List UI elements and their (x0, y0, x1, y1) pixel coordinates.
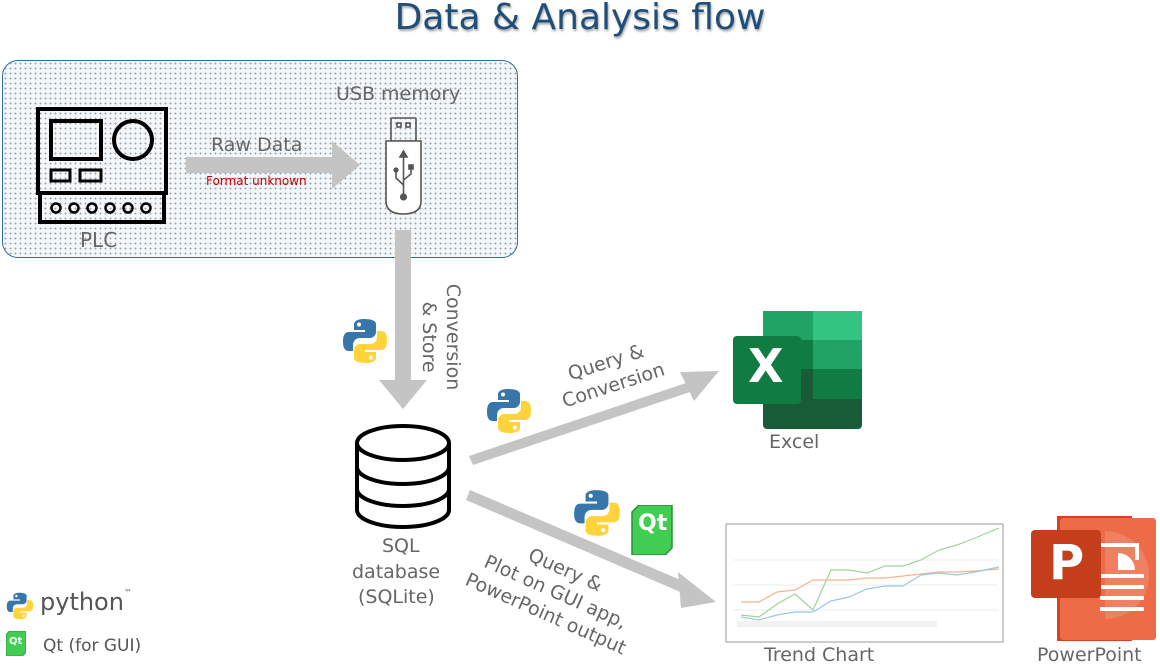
query-excel-arrow (469, 371, 719, 465)
legend-python-tm: ™ (123, 588, 132, 597)
usb-drive-icon (385, 117, 422, 215)
sql-label-line3: (SQLite) (358, 586, 435, 608)
python-logo-icon (6, 592, 34, 620)
plc-device-icon (36, 107, 168, 224)
database-icon (355, 424, 451, 529)
sql-label-line2: database (352, 561, 441, 583)
python-logo-icon (487, 389, 531, 433)
powerpoint-logo-icon (1031, 516, 1156, 641)
conversion-label-line1: Conversion (442, 283, 464, 391)
raw-data-label: Raw Data (211, 134, 303, 156)
excel-label: Excel (769, 431, 820, 453)
trend-chart-label: Trend Chart (764, 644, 875, 666)
trend-chart-thumbnail (725, 523, 1004, 643)
plc-label: PLC (80, 228, 118, 252)
raw-data-arrow (186, 141, 360, 189)
python-logo-icon (343, 319, 387, 363)
excel-logo-icon (733, 311, 862, 429)
usb-memory-label: USB memory (336, 83, 461, 105)
powerpoint-label: PowerPoint (1037, 644, 1142, 666)
conversion-label-line2: & Store (418, 301, 440, 373)
legend-python-text: python (40, 588, 124, 616)
python-logo-icon (574, 490, 620, 536)
legend-python-label: python™ (40, 588, 132, 616)
format-unknown-note: Format unknown (206, 174, 307, 188)
powerpoint-logo-letter: P (1049, 535, 1085, 591)
sql-label-line1: SQL (382, 535, 420, 557)
qt-legend-logo-letters: Qt (9, 636, 23, 647)
diagram-title: Data & Analysis flow (394, 0, 766, 38)
conversion-store-label: Conversion & Store (415, 277, 465, 397)
conversion-arrow (379, 230, 427, 409)
query-trend-arrow (466, 490, 716, 608)
excel-logo-letter: X (748, 339, 784, 393)
legend-qt-label: Qt (for GUI) (43, 636, 142, 656)
qt-logo-letters: Qt (638, 511, 668, 536)
